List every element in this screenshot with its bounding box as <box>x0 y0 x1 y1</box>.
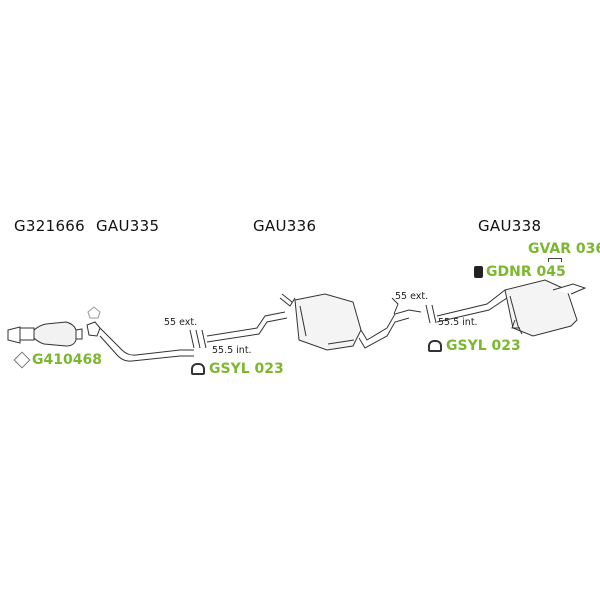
rear-muffler <box>436 279 587 337</box>
part-link-gdnr045[interactable]: GDNR 045 <box>474 264 566 280</box>
bracket-icon <box>548 258 562 262</box>
pipe-clamp-icon <box>428 340 442 352</box>
catalytic-converter <box>7 321 83 347</box>
middle-pipe <box>206 293 296 343</box>
rubber-mount-icon <box>474 266 483 278</box>
dimension-label: 55.5 int. <box>212 345 252 356</box>
section-code: GAU336 <box>253 217 317 235</box>
gasket-icon <box>13 351 31 369</box>
part-link-gsyl023[interactable]: GSYL 023 <box>191 361 284 377</box>
front-pipe <box>99 327 207 362</box>
dimension-label: 55 ext. <box>164 317 198 328</box>
part-link-gvar036[interactable]: GVAR 036 <box>528 241 600 262</box>
section-code: GAU338 <box>478 217 542 235</box>
section-code: G321666 <box>14 217 85 235</box>
middle-muffler <box>294 293 437 351</box>
section-code: GAU335 <box>96 217 160 235</box>
part-link-g410468[interactable]: G410468 <box>13 351 102 369</box>
pipe-clamp-icon <box>191 363 205 375</box>
front-gasket <box>86 306 101 337</box>
dimension-label: 55 ext. <box>395 291 429 302</box>
dimension-label: 55.5 int. <box>438 317 478 328</box>
part-link-gsyl023[interactable]: GSYL 023 <box>428 338 521 354</box>
